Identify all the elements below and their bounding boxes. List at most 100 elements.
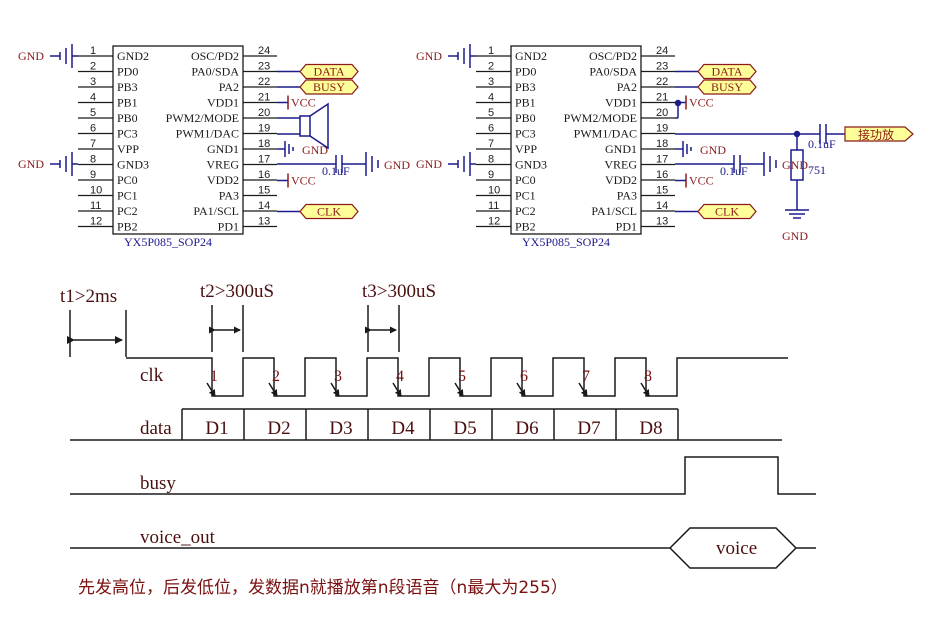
pin-name: PC1 (117, 189, 138, 203)
pin-number: 4 (488, 92, 494, 104)
pin-name: PD0 (515, 65, 536, 79)
cap-label: 0.1uF (720, 164, 748, 178)
data-bit: D7 (577, 418, 600, 439)
pin-name: PC0 (515, 173, 536, 187)
pin-number: 4 (90, 92, 96, 104)
t2-label: t2>300uS (200, 281, 274, 302)
pin-name: PB0 (515, 111, 536, 125)
pin-name: PWM1/DAC (574, 127, 637, 141)
busy-waveform (70, 456, 816, 495)
pin-name: VDD2 (207, 173, 239, 187)
pin-name: VDD1 (605, 96, 637, 110)
pin-number: 8 (488, 154, 494, 166)
pin-name: VPP (117, 142, 139, 156)
data-bit: D3 (329, 418, 352, 439)
part-number: YX5P085_SOP24 (522, 235, 610, 249)
pin-name: PA0/SDA (191, 65, 239, 79)
t3-label: t3>300uS (362, 281, 436, 302)
pin-number: 13 (656, 216, 668, 228)
pin-name: PA3 (617, 189, 637, 203)
output-cap-label: 0.1uF (808, 137, 836, 151)
pin-number: 5 (90, 107, 96, 119)
net-port (299, 79, 359, 95)
clk-arrow (516, 382, 526, 397)
pin-number: 9 (488, 169, 494, 181)
port-label: BUSY (313, 80, 345, 94)
pin-number: 1 (488, 45, 494, 57)
pin-name: PB3 (117, 80, 138, 94)
data-bit: D5 (453, 418, 476, 439)
clk-arrow (454, 382, 464, 397)
pin-name: PB3 (515, 80, 536, 94)
gnd-label: GND (384, 158, 410, 172)
clk-label: clk (140, 365, 164, 386)
pin-number: 20 (258, 107, 270, 119)
cap-label: 0.1uF (322, 164, 350, 178)
clk-arrows (206, 382, 650, 397)
pin-number: 23 (258, 61, 270, 73)
gnd-label: GND (700, 143, 726, 157)
busy-label: busy (140, 473, 176, 494)
pin-name: PD1 (218, 220, 239, 234)
pin-number: 11 (90, 200, 101, 212)
pin-name: VDD1 (207, 96, 239, 110)
data-bit: D8 (639, 418, 662, 439)
gnd-label: GND (18, 49, 44, 63)
pin-number: 18 (258, 138, 270, 150)
pin-number: 2 (488, 61, 494, 73)
pin-number: 15 (656, 185, 668, 197)
port-label: CLK (715, 205, 739, 219)
gnd-label: GND (416, 49, 442, 63)
pin-number: 2 (90, 61, 96, 73)
vcc-label: VCC (689, 174, 714, 188)
gnd-label: GND (782, 229, 808, 243)
pin-number: 1 (90, 45, 96, 57)
pulse-number: 3 (334, 368, 342, 385)
pulse-number: 8 (644, 368, 652, 385)
pin-number: 12 (90, 216, 102, 228)
net-port (697, 203, 757, 220)
chip-body (510, 45, 642, 235)
pin-name: PA1/SCL (193, 204, 239, 218)
pin-name: OSC/PD2 (191, 49, 239, 63)
pin-number: 6 (90, 123, 96, 135)
port-label: DATA (313, 65, 344, 79)
net-port (697, 63, 757, 80)
pin-name: PC2 (515, 204, 536, 218)
data-bit: D6 (515, 418, 538, 439)
pin-number: 20 (656, 107, 668, 119)
gnd-label: GND (782, 158, 808, 172)
pin-name: PWM2/MODE (166, 111, 239, 125)
data-bit: D1 (205, 418, 228, 439)
pin-number: 17 (656, 154, 668, 166)
pin-name: GND1 (605, 142, 637, 156)
pin-name: VREG (206, 158, 239, 172)
pin-number: 24 (258, 45, 270, 57)
pin-number: 16 (656, 169, 668, 181)
timing-diagram (67, 305, 816, 569)
voice-out-label: voice_out (140, 527, 216, 548)
pin-name: VPP (515, 142, 537, 156)
pin-number: 8 (90, 154, 96, 166)
pin-name: GND2 (515, 49, 547, 63)
clk-arrow (330, 382, 340, 397)
pin-number: 23 (656, 61, 668, 73)
data-label: data (140, 418, 172, 439)
pin-name: PWM2/MODE (564, 111, 637, 125)
pin-number: 7 (90, 138, 96, 150)
pin-name: PD1 (616, 220, 637, 234)
pin-number: 17 (258, 154, 270, 166)
vcc-label: VCC (689, 96, 714, 110)
pin-number: 21 (656, 92, 668, 104)
net-port (299, 203, 359, 220)
pin-number: 11 (488, 200, 499, 212)
pin-name: PC1 (515, 189, 536, 203)
pulse-number: 6 (520, 368, 528, 385)
pin-number: 14 (656, 200, 668, 212)
schematic-1-extras (277, 102, 329, 150)
pin-name: PC3 (117, 127, 138, 141)
clk-arrow (640, 382, 650, 397)
